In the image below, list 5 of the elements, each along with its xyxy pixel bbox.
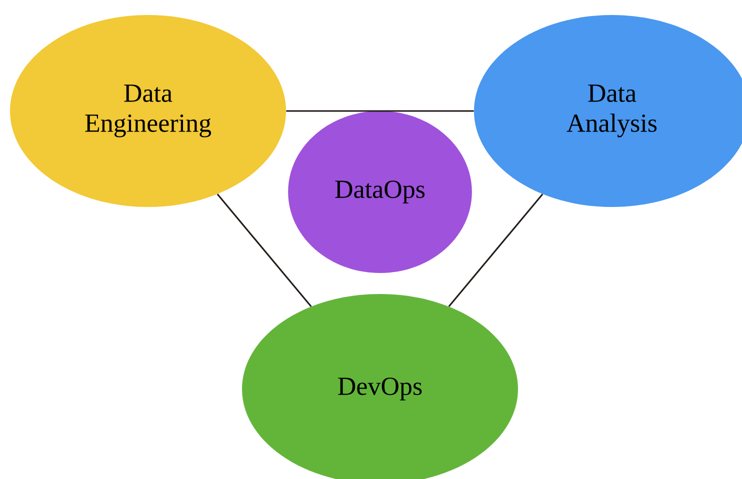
connector-line [448, 194, 544, 307]
connector-line [216, 194, 312, 307]
connector-line [286, 110, 474, 112]
ellipse-node: Data Engineering [10, 15, 286, 207]
circle-node: DataOps [288, 111, 472, 273]
